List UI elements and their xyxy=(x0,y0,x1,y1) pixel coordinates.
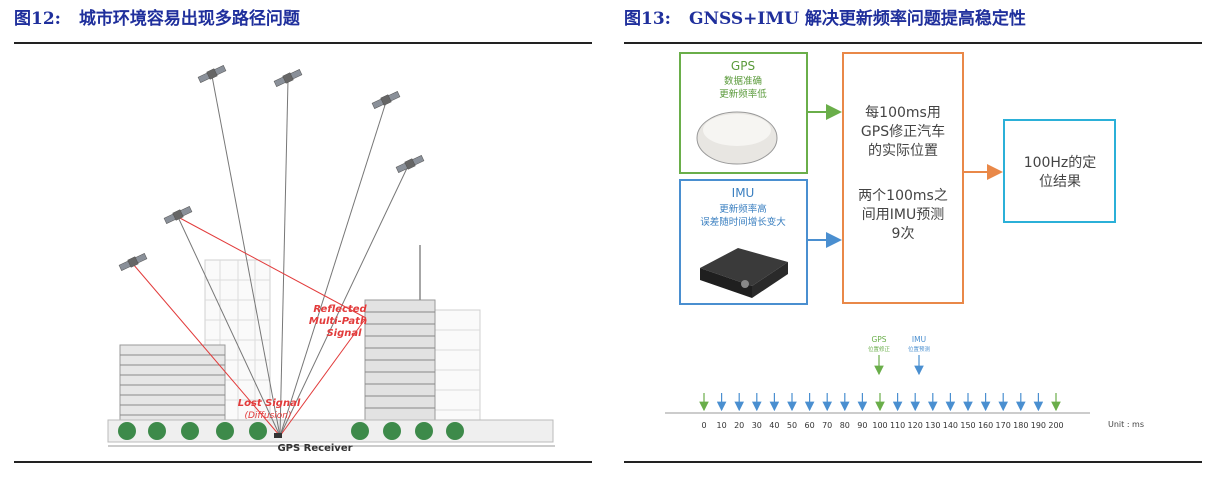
result-line-2: 位结果 xyxy=(1039,174,1081,190)
direct-signal-lines xyxy=(177,75,409,437)
timeline-gps-label: GPS xyxy=(871,335,886,344)
center-line-1: 每100ms用 xyxy=(865,105,941,121)
reflected-label-1: Reflected xyxy=(313,304,367,315)
timeline-gps-sub: 位置修正 xyxy=(868,345,891,353)
city-buildings xyxy=(107,245,555,447)
timeline-tick-label: 90 xyxy=(857,421,867,430)
gps-receiver-label: GPS Receiver xyxy=(277,443,352,454)
timeline-imu-sub: 位置预测 xyxy=(908,345,931,353)
figure12-number: 图12: xyxy=(14,9,61,29)
center-box: 每100ms用 GPS修正汽车 的实际位置 两个100ms之 间用IMU预测 9… xyxy=(842,52,964,304)
gps-box-line2: 更新频率低 xyxy=(719,88,767,100)
timeline-tick-label: 140 xyxy=(943,421,958,430)
timeline-tick-label: 0 xyxy=(701,421,706,430)
timeline-tick-label: 160 xyxy=(978,421,993,430)
figure13-title: 图13: GNSS+IMU 解决更新频率问题提高稳定性 xyxy=(624,4,1026,34)
timeline-tick-label: 200 xyxy=(1048,421,1063,430)
timeline-tick-label: 60 xyxy=(805,421,815,430)
timeline-tick-label: 120 xyxy=(908,421,923,430)
gps-receiver-icon xyxy=(274,433,282,438)
result-line-1: 100Hz的定 xyxy=(1024,155,1097,171)
figure12-top-rule xyxy=(14,42,592,44)
timeline-tick-label: 180 xyxy=(1013,421,1028,430)
imu-box-line1: 更新频率高 xyxy=(719,203,767,215)
diffusion-label: (Diffusion) xyxy=(244,411,291,421)
trees xyxy=(118,422,464,440)
center-line-4: 两个100ms之 xyxy=(858,188,948,204)
multipath-signal-lines xyxy=(132,216,367,437)
timeline-tick-label: 10 xyxy=(717,421,727,430)
gps-box: GPS 数据准确 更新频率低 xyxy=(679,52,808,174)
timeline-tick-label: 80 xyxy=(840,421,850,430)
figure12-bottom-rule xyxy=(14,461,592,463)
imu-box-line2: 误差随时间增长变大 xyxy=(700,216,786,228)
figure13-caption: GNSS+IMU 解决更新频率问题提高稳定性 xyxy=(688,9,1026,29)
multipath-illustration: Reflected Multi-Path Signal Lost Signal … xyxy=(107,65,555,454)
timeline-tick-label: 110 xyxy=(890,421,905,430)
lost-signal-label: Lost Signal xyxy=(238,398,301,409)
timeline-tick-label: 100 xyxy=(872,421,887,430)
imu-device-icon xyxy=(700,248,788,298)
imu-box-title: IMU xyxy=(732,186,755,200)
reflected-label-3: Signal xyxy=(326,328,362,339)
timeline-tick-label: 70 xyxy=(822,421,832,430)
figure13-top-rule xyxy=(624,42,1202,44)
timeline-tick-label: 150 xyxy=(960,421,975,430)
center-line-3: 的实际位置 xyxy=(868,143,938,159)
timeline-imu-label: IMU xyxy=(912,335,926,344)
satellite-icons xyxy=(118,65,425,271)
gps-box-line1: 数据准确 xyxy=(724,75,762,87)
figure12-caption: 城市环境容易出现多路径问题 xyxy=(78,9,300,29)
timeline-tick-label: 20 xyxy=(734,421,744,430)
figure13-bottom-rule xyxy=(624,461,1202,463)
figure13-number: 图13: xyxy=(624,9,671,29)
timeline-tick-label: 50 xyxy=(787,421,797,430)
center-line-5: 间用IMU预测 xyxy=(862,207,944,223)
timeline-arrows xyxy=(699,393,1061,412)
timeline-unit: Unit : ms xyxy=(1108,420,1144,429)
timeline-tick-label: 190 xyxy=(1031,421,1046,430)
result-box: 100Hz的定 位结果 xyxy=(1003,119,1116,223)
center-line-6: 9次 xyxy=(892,226,915,242)
figure12-title: 图12: 城市环境容易出现多路径问题 xyxy=(14,4,300,34)
reflected-label-2: Multi-Path xyxy=(309,316,367,327)
center-line-2: GPS修正汽车 xyxy=(861,123,945,140)
imu-box: IMU 更新频率高 误差随时间增长变大 xyxy=(679,179,808,305)
timeline-tick-label: 130 xyxy=(925,421,940,430)
gps-box-title: GPS xyxy=(731,59,755,73)
timeline-tick-label: 170 xyxy=(996,421,1011,430)
timeline-tick-label: 30 xyxy=(752,421,762,430)
timeline-tick-label: 40 xyxy=(769,421,779,430)
